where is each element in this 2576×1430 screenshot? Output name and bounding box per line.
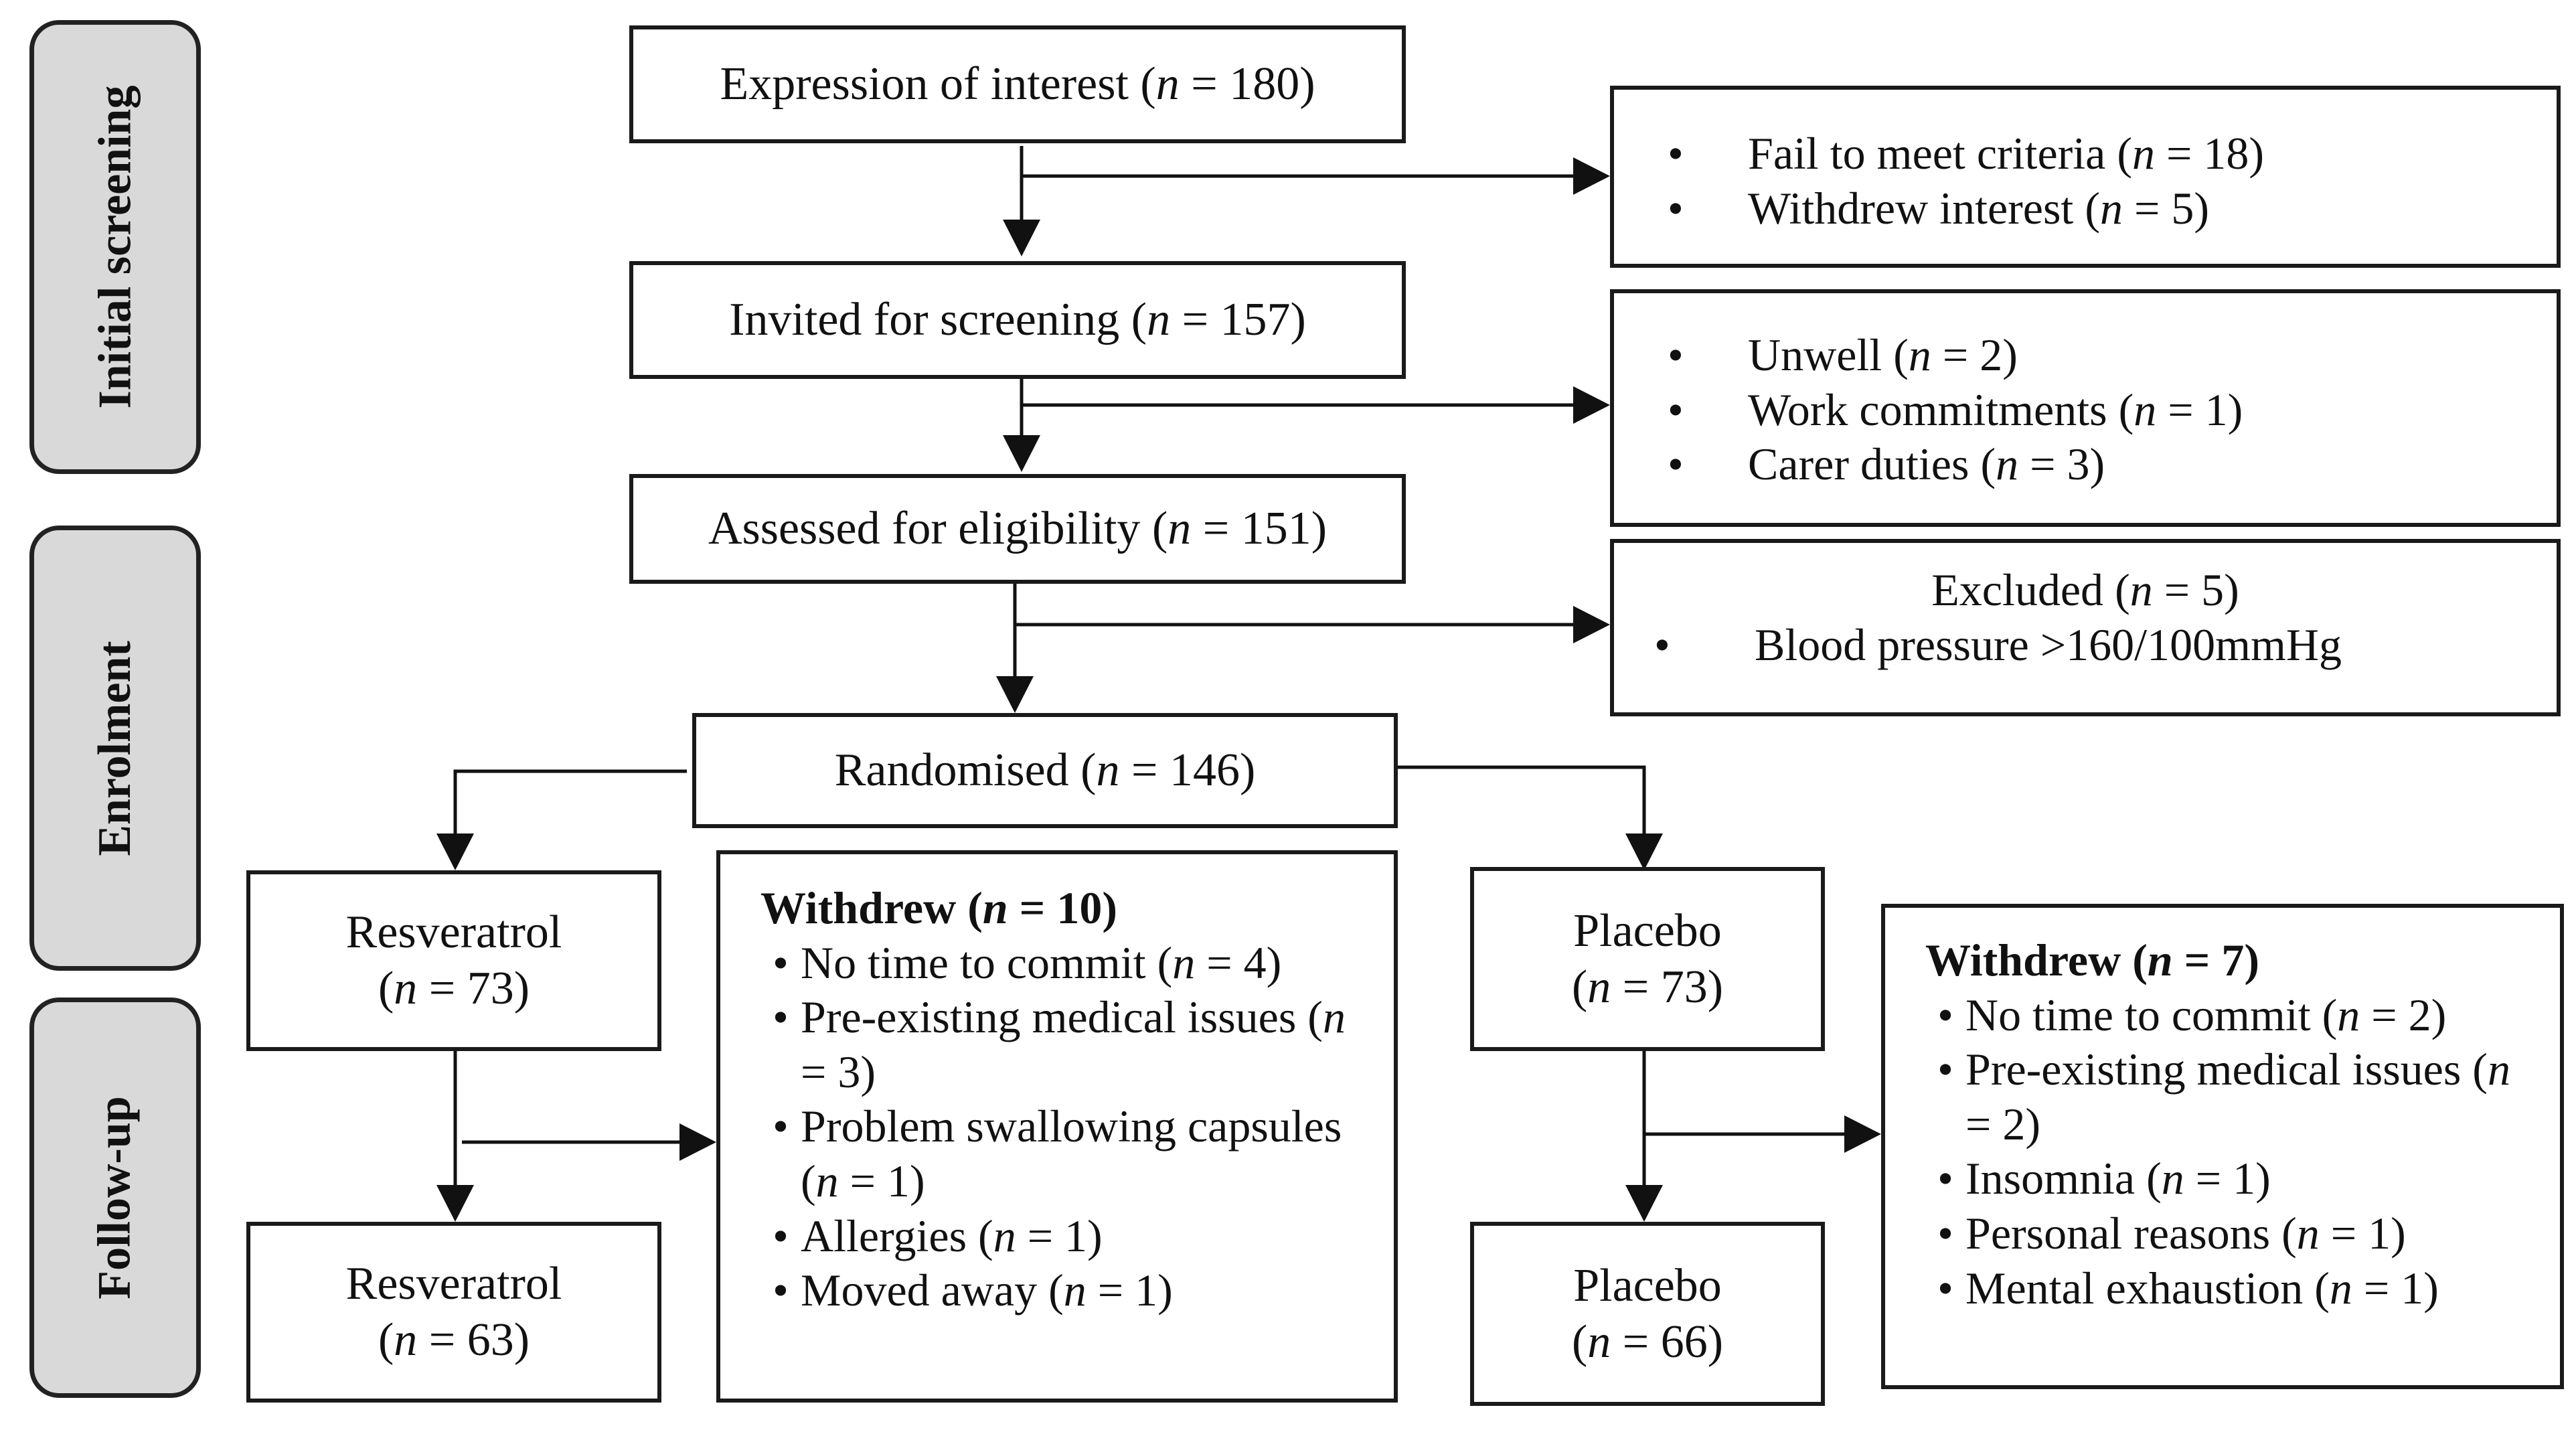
arrow-randomised-to-placebo [1394, 765, 1646, 864]
excluded-box: Excluded (n = 5) •Blood pressure >160/10… [1610, 539, 2561, 716]
arrowhead [436, 833, 474, 870]
resveratrol-allocated-box: Resveratrol (n = 73) [246, 870, 661, 1051]
withdrew-title: Withdrew (n = 7) [1925, 935, 2260, 985]
expression-of-interest-box: Expression of interest (n = 180) [629, 25, 1406, 143]
arrowhead [996, 676, 1034, 713]
withdrew-placebo-box: Withdrew (n = 7) •No time to commit (n =… [1881, 904, 2564, 1389]
list-item: •Fail to meet criteria (n = 18) [1668, 128, 2265, 179]
arrowhead [1625, 1185, 1663, 1222]
arrowhead [1573, 157, 1610, 195]
arrowhead [1003, 220, 1040, 256]
list-item: •Blood pressure >160/100mmHg [1654, 619, 2342, 670]
stage-label: Enrolment [89, 640, 141, 856]
excluded-title: Excluded (n = 5) [1931, 564, 2239, 615]
resveratrol-analysed-box: Resveratrol (n = 63) [246, 1222, 661, 1403]
list-item: •Mental exhaustion (n = 1) [1937, 1262, 2439, 1314]
exclusions-box-2: •Unwell (n = 2) •Work commitments (n = 1… [1610, 289, 2561, 527]
arrowhead [1844, 1115, 1881, 1153]
stage-initial-screening: Initial screening [29, 20, 201, 474]
withdrew-resveratrol-box: Withdrew (n = 10) •No time to commit (n … [716, 850, 1398, 1403]
arrowhead [679, 1123, 716, 1161]
stage-label: Follow-up [89, 1096, 141, 1299]
arrowhead [1573, 606, 1610, 643]
list-item: •Moved away (n = 1) [773, 1265, 1173, 1316]
list-item: •Insomnia (n = 1) [1937, 1153, 2271, 1204]
list-item: •Problem swallowing capsules (n = 1) [773, 1101, 1342, 1206]
placebo-analysed-box: Placebo (n = 66) [1470, 1222, 1825, 1406]
assessed-for-eligibility-box: Assessed for eligibility (n = 151) [629, 474, 1406, 584]
list-item: •Work commitments (n = 1) [1668, 384, 2243, 435]
list-item: •No time to commit (n = 2) [1937, 989, 2447, 1040]
exclusions-box-1: •Fail to meet criteria (n = 18) •Withdre… [1610, 86, 2561, 268]
arrowhead [1573, 386, 1610, 424]
arrowhead [1625, 833, 1663, 870]
list-item: •Personal reasons (n = 1) [1937, 1207, 2406, 1259]
list-item: •Pre-existing medical issues (n = 2) [1937, 1044, 2510, 1149]
list-item: •Unwell (n = 2) [1668, 329, 2018, 380]
randomised-box: Randomised (n = 146) [692, 713, 1398, 828]
arrow-randomised-to-resveratrol [453, 769, 687, 864]
arrowhead [436, 1185, 474, 1222]
list-item: •Carer duties (n = 3) [1668, 439, 2105, 490]
invited-for-screening-box: Invited for screening (n = 157) [629, 261, 1406, 379]
stage-follow-up: Follow-up [29, 998, 201, 1398]
withdrew-title: Withdrew (n = 10) [760, 882, 1118, 933]
arrowhead [1003, 435, 1040, 472]
list-item: •Allergies (n = 1) [773, 1210, 1103, 1261]
placebo-allocated-box: Placebo (n = 73) [1470, 867, 1825, 1051]
list-item: •No time to commit (n = 4) [773, 937, 1282, 988]
list-item: •Pre-existing medical issues (n = 3) [773, 991, 1346, 1097]
stage-label: Initial screening [89, 85, 141, 409]
list-item: •Withdrew interest (n = 5) [1668, 182, 2209, 234]
stage-enrolment: Enrolment [29, 526, 201, 971]
